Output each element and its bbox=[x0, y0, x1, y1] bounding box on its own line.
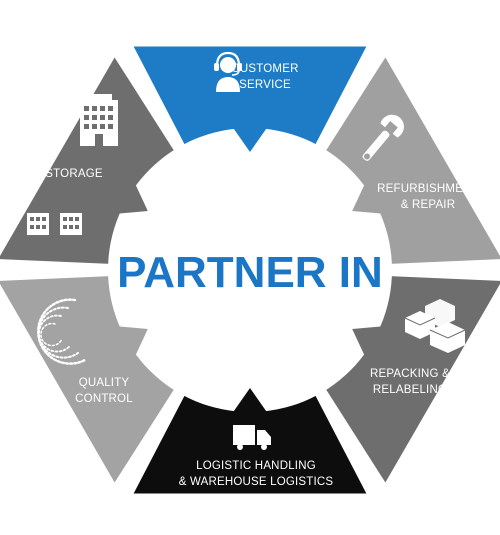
label-quality-line1: QUALITY bbox=[79, 377, 130, 389]
arrow-customer-service bbox=[229, 94, 271, 152]
label-repacking-line2: RELABELING bbox=[373, 384, 447, 396]
label-logistic-line1: LOGISTIC HANDLING bbox=[196, 460, 316, 472]
label-repacking-line1: REPACKING & bbox=[370, 368, 450, 380]
truck-icon bbox=[233, 425, 271, 450]
boxes-icon bbox=[404, 299, 466, 353]
headset-agent-icon bbox=[214, 51, 242, 92]
label-refurbishment-line1: REFURBISHMENT bbox=[377, 183, 479, 195]
arrow-logistic-handling bbox=[229, 388, 271, 446]
label-customer-service-line1: CUSTOMER bbox=[231, 63, 298, 75]
label-storage: STORAGE bbox=[45, 168, 103, 180]
label-quality-line2: CONTROL bbox=[75, 393, 133, 405]
arrow-refurbishment-repair bbox=[352, 174, 407, 215]
center-title: PARTNER IN bbox=[117, 248, 383, 297]
quality-swirl-icon bbox=[36, 298, 87, 365]
label-customer-service-line2: SERVICE bbox=[239, 79, 291, 91]
wrench-icon bbox=[362, 114, 404, 161]
label-refurbishment-line2: & REPAIR bbox=[401, 199, 455, 211]
arrow-repacking-relabeling bbox=[352, 325, 407, 366]
label-logistic-line2: & WAREHOUSE LOGISTICS bbox=[179, 476, 334, 488]
center-circle bbox=[108, 128, 392, 412]
warehouse-buildings-icon bbox=[27, 94, 118, 235]
arrow-storage bbox=[93, 174, 148, 215]
arrow-quality-control bbox=[93, 325, 148, 366]
